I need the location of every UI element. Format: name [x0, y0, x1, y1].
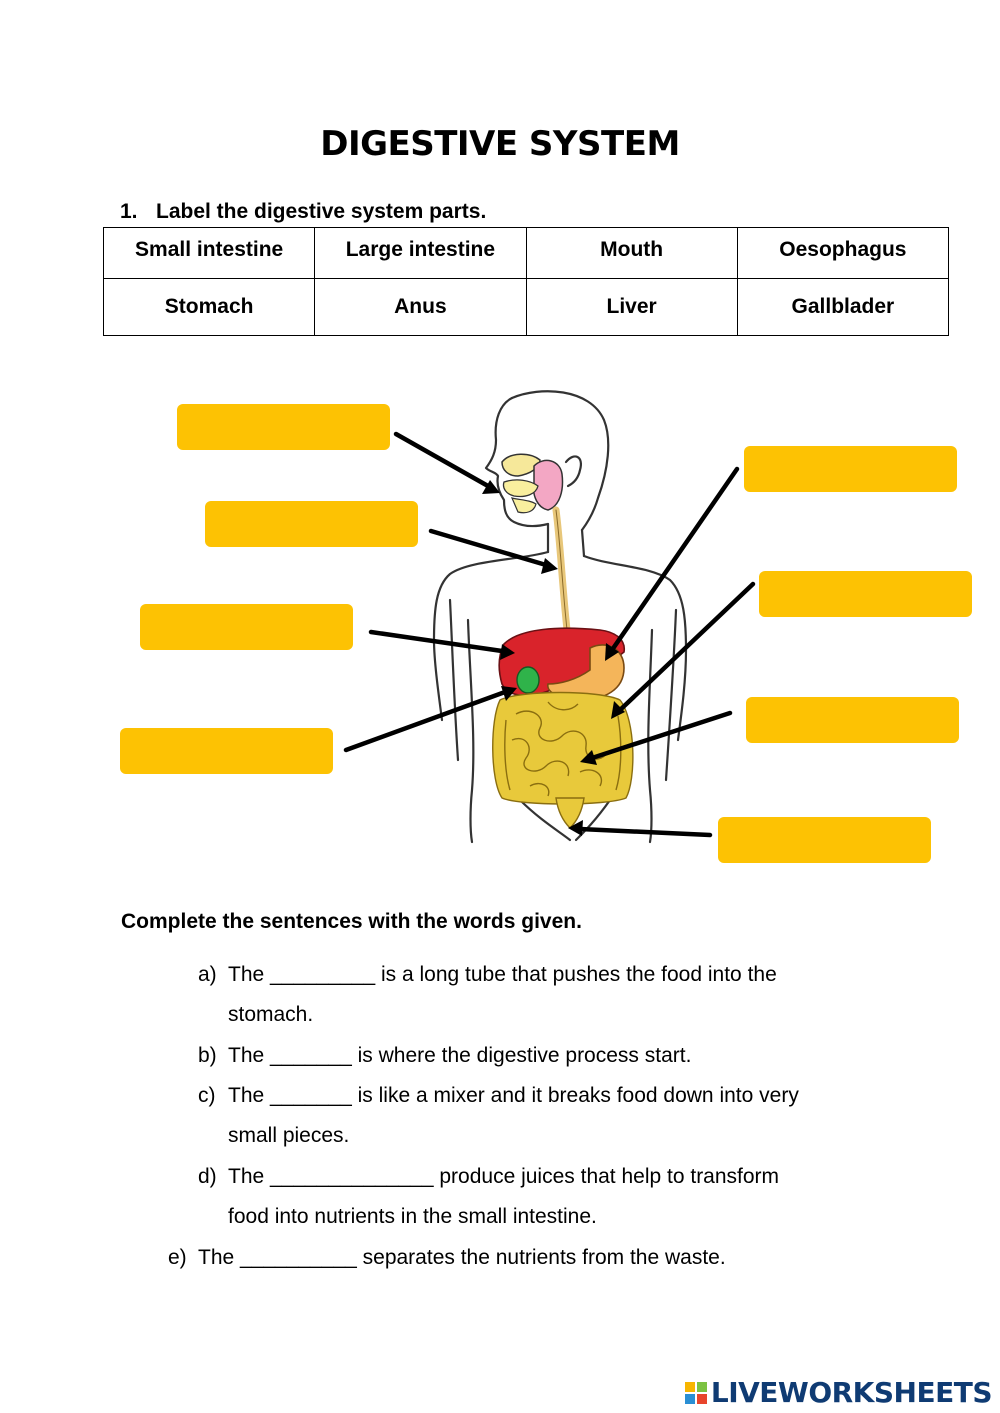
- word-bank-cell: Liver: [525, 278, 738, 336]
- question-1-heading: 1. Label the digestive system parts.: [120, 200, 486, 224]
- label-answer-field[interactable]: [120, 728, 333, 774]
- label-answer-field[interactable]: [746, 697, 959, 743]
- sentence-a: a) The _________ is a long tube that push…: [198, 955, 777, 1035]
- sentence-letter: d): [198, 1165, 217, 1188]
- pointer-arrows: [343, 431, 756, 838]
- sentence-text: stomach.: [228, 1003, 314, 1026]
- label-answer-field[interactable]: [177, 404, 390, 450]
- word-bank-cell: Oesophagus: [736, 227, 950, 279]
- question-number: 1.: [120, 200, 138, 223]
- label-answer-field[interactable]: [744, 446, 957, 492]
- digestive-system-diagram: [343, 390, 756, 844]
- word-bank-cell: Small intestine: [102, 227, 316, 279]
- question-2-heading: Complete the sentences with the words gi…: [121, 910, 582, 933]
- word-bank-cell: Anus: [314, 278, 527, 336]
- question-text: Label the digestive system parts.: [156, 200, 487, 223]
- word-bank-row: Small intestine Large intestine Mouth Oe…: [102, 227, 950, 279]
- sentence-text: food into nutrients in the small intesti…: [228, 1205, 597, 1228]
- sentence-e: e) The __________ separates the nutrients…: [168, 1238, 726, 1278]
- page-title: DIGESTIVE SYSTEM: [320, 124, 680, 164]
- word-bank-row: Stomach Anus Liver Gallblader: [102, 278, 950, 336]
- sentence-d: d) The ______________ produce juices that…: [198, 1157, 779, 1237]
- sentence-text: The _______ is like a mixer and it break…: [228, 1084, 799, 1107]
- sentence-letter: b): [198, 1044, 217, 1067]
- logo-squares-icon: [684, 1381, 707, 1404]
- gallbladder-shape: [516, 666, 540, 694]
- label-answer-field[interactable]: [759, 571, 972, 617]
- sentence-letter: c): [198, 1084, 216, 1107]
- sentence-b: b) The _______ is where the digestive pro…: [198, 1036, 691, 1076]
- label-answer-field[interactable]: [205, 501, 418, 547]
- word-bank-cell: Gallblader: [736, 278, 950, 336]
- body-outline: [432, 390, 688, 844]
- brand-name: LIVEWORKSHEETS: [710, 1376, 993, 1409]
- word-bank-cell: Mouth: [525, 227, 738, 279]
- word-bank-cell: Large intestine: [314, 227, 527, 279]
- word-bank-cell: Stomach: [102, 278, 316, 336]
- sentence-text: The _________ is a long tube that pushes…: [228, 963, 777, 986]
- sentence-c: c) The _______ is like a mixer and it bre…: [198, 1076, 799, 1156]
- label-answer-field[interactable]: [140, 604, 353, 650]
- sentence-text: The __________ separates the nutrients f…: [198, 1246, 726, 1269]
- label-answer-field[interactable]: [718, 817, 931, 863]
- sentence-text: small pieces.: [228, 1124, 350, 1147]
- intestines-shape: [492, 691, 634, 805]
- mouth-organs: [501, 453, 564, 514]
- sentence-letter: e): [168, 1246, 187, 1269]
- sentence-letter: a): [198, 963, 217, 986]
- sentence-text: The ______________ produce juices that h…: [228, 1165, 780, 1188]
- liveworksheets-logo[interactable]: LIVEWORKSHEETS: [684, 1376, 993, 1409]
- word-bank-table: Small intestine Large intestine Mouth Oe…: [102, 227, 950, 336]
- sentence-text: The _______ is where the digestive proce…: [228, 1044, 692, 1067]
